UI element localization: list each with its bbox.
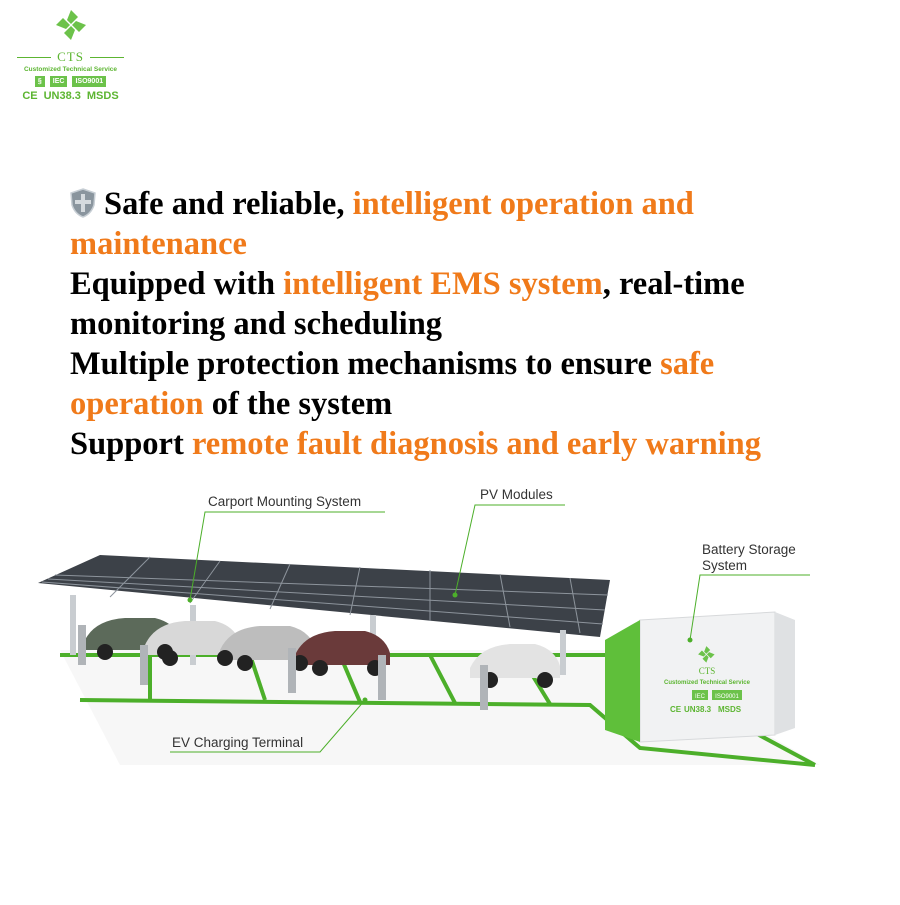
svg-text:IEC: IEC: [695, 694, 706, 700]
car: [295, 631, 390, 665]
logo-badge-iec: IEC: [49, 76, 68, 87]
pv-roof: [38, 555, 610, 637]
label-carport-mounting-system: Carport Mounting System: [208, 494, 362, 509]
svg-text:CE: CE: [670, 705, 682, 714]
ev-chargers: [78, 625, 488, 710]
carport-illustration: CTS Customized Technical Service IEC ISO…: [38, 504, 820, 767]
feature-line-2: maintenance: [70, 226, 247, 262]
svg-text:Customized Technical Service: Customized Technical Service: [664, 680, 751, 686]
svg-text:MSDS: MSDS: [718, 705, 742, 714]
leader-lines: [170, 504, 810, 753]
logo-badge-icon: §: [34, 76, 45, 87]
logo-brand: CTS: [57, 49, 84, 64]
cert-msds: MSDS: [86, 90, 119, 102]
shield-icon: [70, 188, 96, 218]
cts-logo: CTS Customized Technical Service § IEC I…: [8, 8, 133, 108]
label-battery-storage-system: Battery Storage System: [702, 542, 796, 573]
car: [470, 644, 560, 678]
svg-text:ISO9001: ISO9001: [715, 694, 739, 700]
feature-text: Safe and reliable, intelligent operation…: [70, 184, 900, 464]
pv-grid: [41, 556, 609, 634]
logo-badge-iso: ISO9001: [72, 76, 107, 87]
feature-line-3: Equipped with intelligent EMS system, re…: [70, 266, 745, 302]
container-door: [605, 620, 640, 742]
battery-container: [639, 611, 776, 743]
label-ev-charging-terminal: EV Charging Terminal: [172, 735, 304, 750]
svg-text:CTS: CTS: [699, 666, 716, 676]
logo-tagline: Customized Technical Service: [23, 66, 118, 73]
feature-line-1: Safe and reliable, intelligent operation…: [70, 184, 900, 224]
feature-line-4: monitoring and scheduling: [70, 306, 443, 342]
container-logo: CTS Customized Technical Service IEC ISO…: [664, 646, 751, 714]
cars: [85, 618, 560, 688]
label-pv-modules: PV Modules: [480, 487, 553, 502]
feature-line-6: operation of the system: [70, 386, 393, 422]
feature-line-7: Support remote fault diagnosis and early…: [70, 426, 762, 462]
cert-ce: CE: [22, 90, 38, 102]
cert-un383: UN38.3: [43, 90, 81, 102]
feature-line-5: Multiple protection mechanisms to ensure…: [70, 346, 715, 382]
svg-text:UN38.3: UN38.3: [684, 705, 712, 714]
solar-carport-diagram: CTS Customized Technical Service IEC ISO…: [0, 470, 900, 900]
cts-logo-mark-icon: [55, 10, 86, 40]
